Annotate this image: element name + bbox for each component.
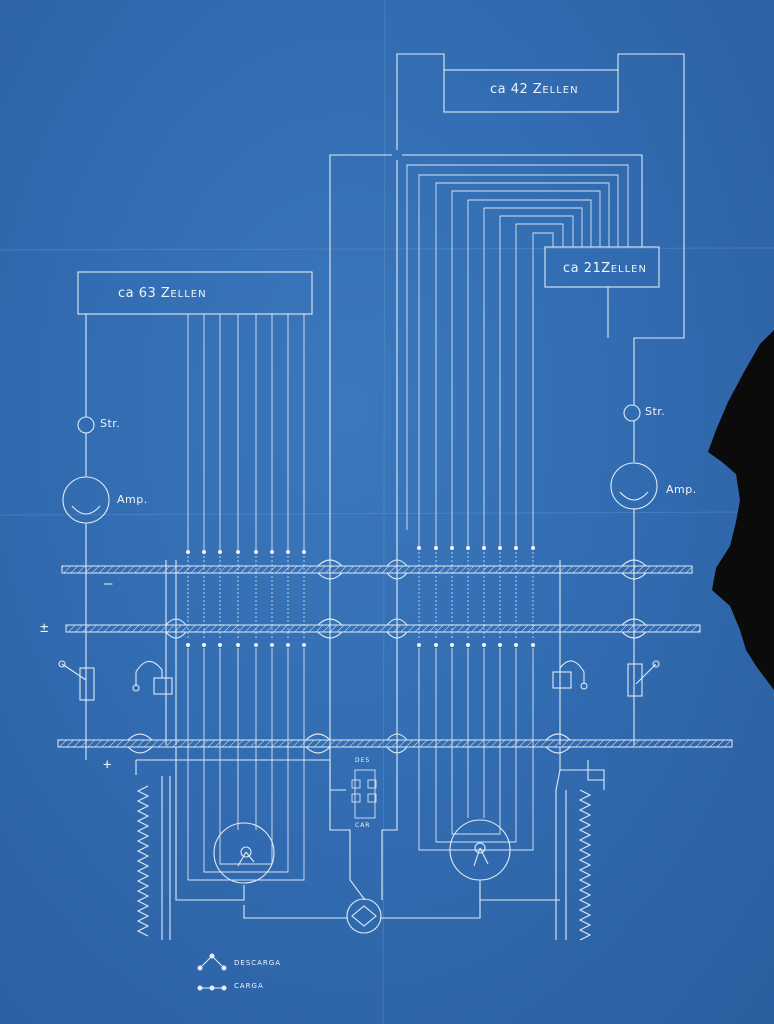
- battery-box-mid-right: [544, 246, 660, 288]
- label-str-left: Str.: [100, 417, 121, 430]
- label-ca63-zellen: ca 63 ZELLEN: [118, 286, 207, 301]
- amp-meter-right: [610, 462, 658, 510]
- cell-tap-wires-right: [406, 164, 629, 548]
- label-des: DES: [355, 757, 371, 764]
- tap-terminals-lower: [186, 643, 535, 647]
- legend-carga-label: CARGA: [234, 982, 264, 990]
- centre-wires: [165, 160, 561, 790]
- battery-box-left: [77, 271, 313, 315]
- busbar-plus: [57, 739, 733, 748]
- resistor-right: [578, 789, 592, 941]
- label-amp-left: Amp.: [117, 493, 148, 506]
- lower-circuit-wires: [85, 745, 605, 940]
- label-ca42-zellen: ca 42 ZELLEN: [490, 82, 579, 97]
- switch-left: [58, 660, 173, 701]
- sign-plus-minus: ±: [40, 620, 49, 636]
- lower-tap-wires-left: [187, 648, 305, 881]
- label-ca21-zellen: ca 21ZELLEN: [563, 261, 647, 276]
- str-meter-right: [623, 404, 641, 422]
- torn-corner: [708, 330, 774, 690]
- sign-minus: —: [104, 576, 113, 592]
- legend-carga-symbol: [197, 985, 227, 991]
- str-meter-left: [77, 416, 95, 434]
- label-amp-right: Amp.: [666, 483, 697, 496]
- top-frame-wires: [329, 53, 685, 530]
- rheostat-left: [213, 822, 275, 884]
- battery-box-top-right: [443, 69, 619, 113]
- busbar-crossovers: [127, 559, 647, 754]
- tap-terminals-upper: [186, 546, 535, 554]
- rheostat-right: [449, 819, 511, 881]
- sign-plus: +: [103, 757, 112, 773]
- cell-tap-wires-left: [187, 314, 305, 550]
- busbar-plus-minus: [65, 624, 701, 633]
- legend-descarga-label: DESCARGA: [234, 959, 282, 967]
- central-machine: [346, 898, 382, 934]
- resistor-left: [136, 785, 150, 937]
- busbar-minus: [61, 565, 693, 574]
- changeover-switch: [351, 769, 377, 819]
- switch-right: [552, 660, 660, 697]
- legend-descarga-symbol: [197, 953, 227, 971]
- label-car: CAR: [355, 822, 371, 829]
- label-str-right: Str.: [645, 405, 666, 418]
- amp-meter-left: [62, 476, 110, 524]
- lower-tap-wires-right: [418, 648, 534, 851]
